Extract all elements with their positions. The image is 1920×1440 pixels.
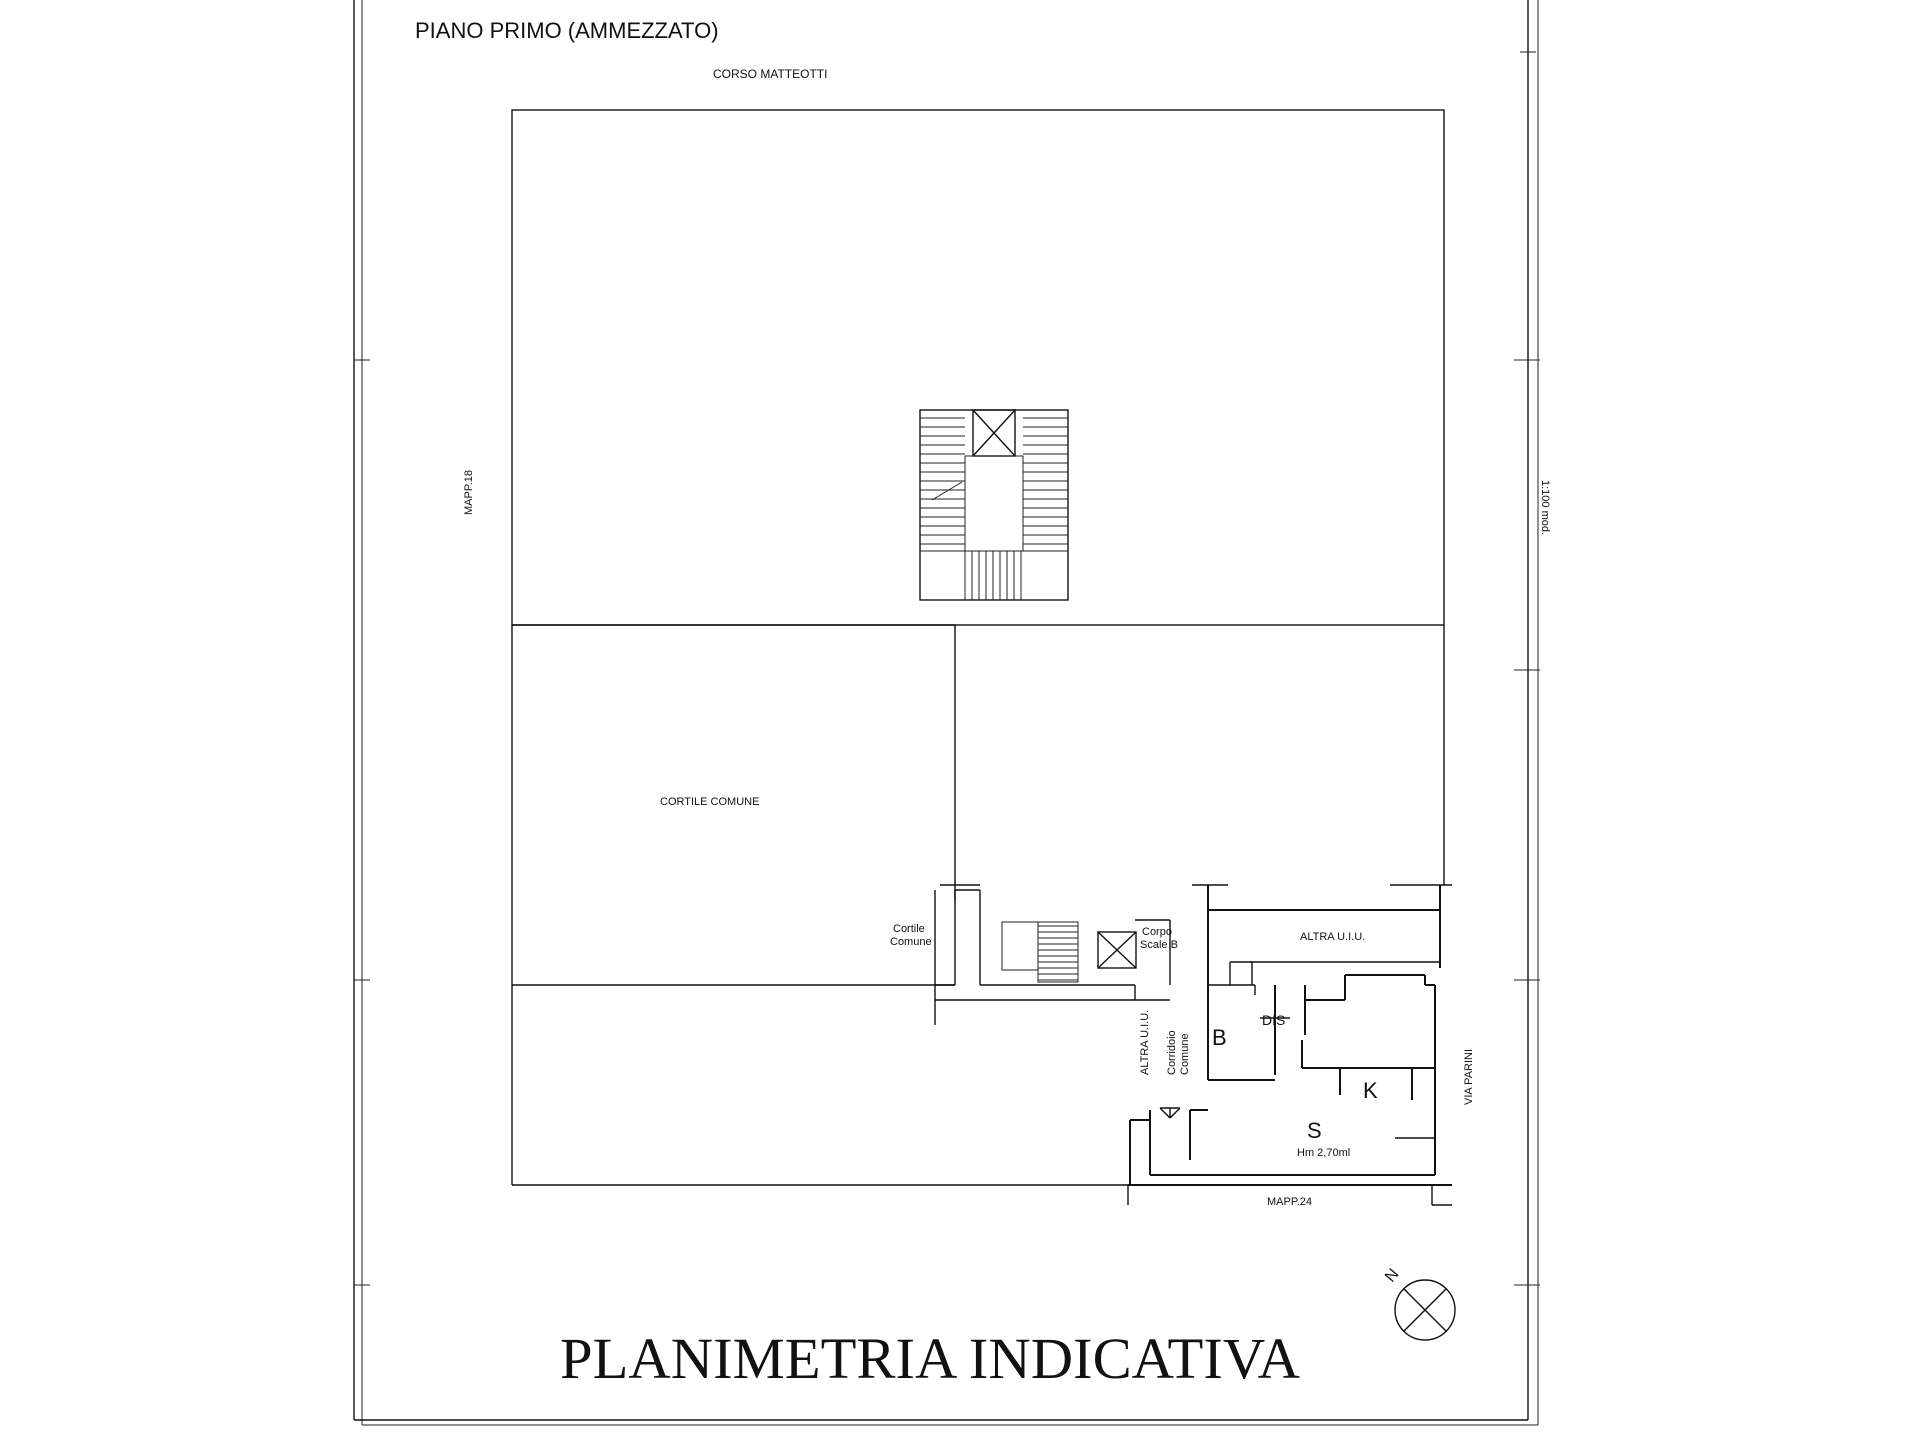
corpo-scale-line1: Corpo [1142, 926, 1172, 938]
cortile-comune-label: CORTILE COMUNE [660, 796, 759, 808]
cortile-small-line2: Comune [890, 936, 932, 948]
mapp-left-label: MAPP.18 [463, 470, 475, 515]
street-top-label: CORSO MATTEOTTI [713, 67, 827, 81]
mapp-bottom-label: MAPP.24 [1267, 1196, 1312, 1208]
side-scale-label: 1:100 mod. [1539, 480, 1551, 535]
height-label: Hm 2,70ml [1297, 1147, 1350, 1159]
main-staircase [919, 409, 1069, 601]
room-k-label: K [1363, 1078, 1378, 1103]
cortile-block [512, 624, 1132, 1186]
floor-title: PIANO PRIMO (AMMEZZATO) [415, 18, 719, 43]
via-parini-label: VIA PARINI [1463, 1049, 1475, 1105]
room-s-label: S [1307, 1118, 1322, 1143]
sheet-frame [353, 0, 1540, 1426]
cortile-small-line1: Cortile [893, 923, 925, 935]
room-b-label: B [1212, 1025, 1227, 1050]
altra-uiu-vertical-label: ALTRA U.I.U. [1139, 1010, 1151, 1075]
corridoio-line1: Corridoio [1166, 1030, 1178, 1075]
compass-north-label: N [1382, 1266, 1402, 1286]
compass-icon [1394, 1279, 1456, 1341]
corridoio-line2: Comune [1179, 1033, 1191, 1075]
corpo-scale-b [935, 890, 1171, 1001]
altra-uiu-label: ALTRA U.I.U. [1300, 931, 1365, 943]
altra-uiu-block [940, 884, 1452, 963]
building-outline [511, 109, 1445, 1185]
footer-title: PLANIMETRIA INDICATIVA [560, 1326, 1300, 1391]
corpo-scale-line2: Scale B [1140, 939, 1178, 951]
apartment-unit [1127, 885, 1452, 1206]
room-dis-label: DIS [1262, 1012, 1285, 1028]
